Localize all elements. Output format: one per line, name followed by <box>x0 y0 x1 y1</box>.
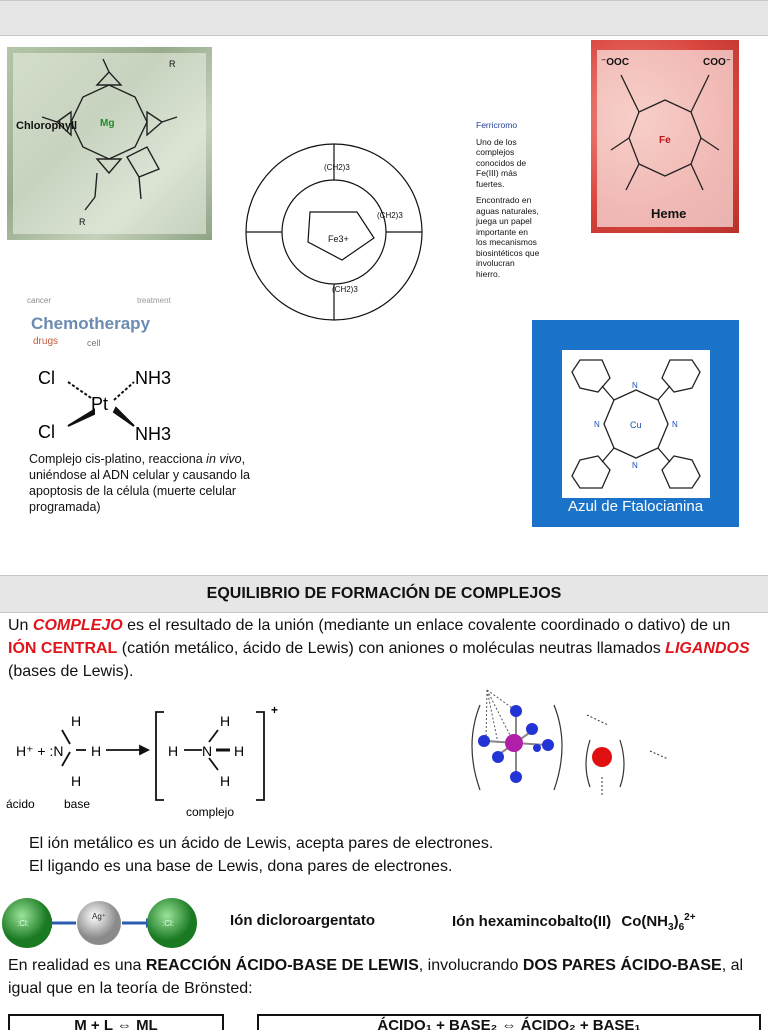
bottom-equation-left-box: M + L ⇔ ML <box>8 1014 224 1030</box>
cisplatin-nh3-bottom: NH3 <box>135 424 171 444</box>
ag-center: Ag⁺ <box>92 912 106 921</box>
definition-text-4: (bases de Lewis). <box>8 663 134 680</box>
cisplatin-pt: Pt <box>91 394 108 414</box>
definition-text-1: Un <box>8 617 33 634</box>
reaction-h-plus: H⁺ + :N <box>16 743 63 759</box>
ferricromo-text: Ferricromo Uno de los complejos conocido… <box>476 120 540 279</box>
ftalocianina-n-right: N <box>672 420 678 429</box>
ferricromo-group3: (CH2)3 <box>332 285 358 294</box>
ag-cl-left: :Cl: <box>17 919 29 928</box>
cisplatin-cl-bottom: Cl <box>38 422 55 442</box>
ftalocianina-n-left: N <box>594 420 600 429</box>
ag-cl-right: :Cl: <box>162 919 174 928</box>
chlorophyll-r1: R <box>169 59 176 69</box>
bronsted-text-1: En realidad es una <box>8 957 146 974</box>
reaction-base-label: base <box>64 797 90 811</box>
bronsted-text-2: , involucrando <box>418 957 523 974</box>
ferricromo-structure: Fe3+ (CH2)3 (CH2)3 (CH2)3 <box>222 120 447 350</box>
octahedral-complex-illustration <box>462 685 672 805</box>
ag-complex-name: Ión dicloroargentato <box>230 912 376 929</box>
ferricromo-title: Ferricromo <box>476 120 518 130</box>
co-formula-close: ) <box>673 913 679 930</box>
ftalocianina-cu: Cu <box>630 420 642 430</box>
cisplatin-structure: Cl NH3 Pt Cl NH3 <box>34 360 184 450</box>
ferricromo-group1: (CH2)3 <box>324 163 350 172</box>
bronsted-bold-1: REACCIÓN ÁCIDO-BASE DE LEWIS <box>145 957 419 974</box>
bottom-equation-right-box: ÁCIDO₁ + BASE₂ ⇔ ÁCIDO₂ + BASE₁ <box>257 1014 761 1030</box>
definition-complejo: COMPLEJO <box>32 617 123 634</box>
chlorophyll-image: Mg Chlorophyll R R <box>7 47 212 240</box>
bronsted-bold-2: DOS PARES ÁCIDO-BASE <box>522 957 722 974</box>
complex-h-top: H <box>220 713 230 729</box>
bottom-equation-left: M + L ⇔ ML <box>74 1017 158 1030</box>
definition-ion-central: IÓN CENTRAL <box>8 640 118 657</box>
section-title-band: EQUILIBRIO DE FORMACIÓN DE COMPLEJOS <box>0 575 768 613</box>
ferricromo-para2: Encontrado en aguas naturales, juega un … <box>476 195 540 279</box>
reaction-h-right: H <box>91 743 101 759</box>
lewis-line-2: El ligando es una base de Lewis, dona pa… <box>29 858 453 875</box>
cisplatin-caption: Complejo cis-platino, reacciona in vivo,… <box>29 451 284 515</box>
co-formula-charge: 2+ <box>684 912 696 923</box>
complex-h-right: H <box>234 743 244 759</box>
co-formula-sub2: 6 <box>678 922 685 933</box>
cisplatin-caption-a: Complejo cis-platino, reacciona <box>29 452 207 466</box>
ferricromo-para1: Uno de los complejos conocidos de Fe(III… <box>476 136 527 189</box>
definition-ligandos: LIGANDOS <box>665 640 750 657</box>
cloud-word-treatment: treatment <box>137 296 171 305</box>
co-formula-sub: 3 <box>668 922 674 933</box>
reaction-diagram: H⁺ + :N H H H H N H H H + ácido base com… <box>6 700 296 825</box>
cloud-word-cell: cell <box>87 338 101 348</box>
complex-charge: + <box>271 703 278 717</box>
cisplatin-caption-italic: in vivo <box>206 452 242 466</box>
ftalocianina-box: Cu N N N N Azul de Ftalocianina <box>532 320 739 527</box>
heme-left-group: ⁻OOC <box>601 57 629 68</box>
complex-h-bottom: H <box>220 773 230 789</box>
ferricromo-center: Fe3+ <box>328 234 349 244</box>
heme-fe-label: Fe <box>659 135 671 146</box>
ftalocianina-structure: Cu N N N N <box>562 350 710 498</box>
co-complex-name: Ión hexamincobalto(II) <box>452 913 612 930</box>
ftalocianina-n-top: N <box>632 381 638 390</box>
co-complex-name-group: Ión hexamincobalto(II) Co(NH3)62+ <box>452 912 696 933</box>
chemotherapy-word-cloud: cancer treatment Chemotherapy drugs cell <box>27 296 172 358</box>
definition-text-2: es el resultado de la unión (mediante un… <box>122 617 731 634</box>
cisplatin-caption-b: , uniéndose al ADN celular y causando la… <box>29 452 250 514</box>
complex-h-left: H <box>168 743 178 759</box>
lewis-line-1: El ión metálico es un ácido de Lewis, ac… <box>29 835 494 852</box>
cisplatin-nh3-top: NH3 <box>135 368 171 388</box>
chlorophyll-r2: R <box>79 217 86 227</box>
reaction-h-bottom: H <box>71 773 81 789</box>
reaction-complex-label: complejo <box>186 805 234 819</box>
heme-right-group: COO⁻ <box>703 57 731 68</box>
heme-image: Fe ⁻OOC COO⁻ Heme <box>591 40 739 233</box>
definition-paragraph: Un COMPLEJO es el resultado de la unión … <box>8 614 760 683</box>
section-title: EQUILIBRIO DE FORMACIÓN DE COMPLEJOS <box>206 585 562 602</box>
cloud-word-chemotherapy: Chemotherapy <box>31 314 151 333</box>
co-formula-base: Co(NH <box>621 913 669 930</box>
lewis-explanation: El ión metálico es un ácido de Lewis, ac… <box>29 832 729 878</box>
dichloroargentate-illustration: :Cl: Ag⁺ :Cl: <box>0 893 205 953</box>
chlorophyll-mg-label: Mg <box>100 118 114 129</box>
reaction-h-top: H <box>71 713 81 729</box>
ftalocianina-n-bottom: N <box>632 461 638 470</box>
bronsted-paragraph: En realidad es una REACCIÓN ÁCIDO-BASE D… <box>8 954 760 1000</box>
complex-n: N <box>202 743 212 759</box>
cloud-word-cancer: cancer <box>27 296 52 305</box>
top-header-band <box>0 0 768 36</box>
heme-label: Heme <box>651 206 686 221</box>
bottom-equation-right: ÁCIDO₁ + BASE₂ ⇔ ÁCIDO₂ + BASE₁ <box>377 1017 641 1030</box>
definition-text-3: (catión metálico, ácido de Lewis) con an… <box>117 640 666 657</box>
co-formula: Co(NH3)62+ <box>621 912 696 933</box>
reaction-acid-label: ácido <box>6 797 35 811</box>
cloud-word-drugs: drugs <box>33 336 59 347</box>
chlorophyll-label: Chlorophyll <box>16 120 77 132</box>
bronsted-text-3: , al igual que en la teoría de Brönsted: <box>8 957 744 997</box>
ftalocianina-caption: Azul de Ftalocianina <box>567 498 704 515</box>
ferricromo-group2: (CH2)3 <box>377 211 403 220</box>
cisplatin-cl-top: Cl <box>38 368 55 388</box>
